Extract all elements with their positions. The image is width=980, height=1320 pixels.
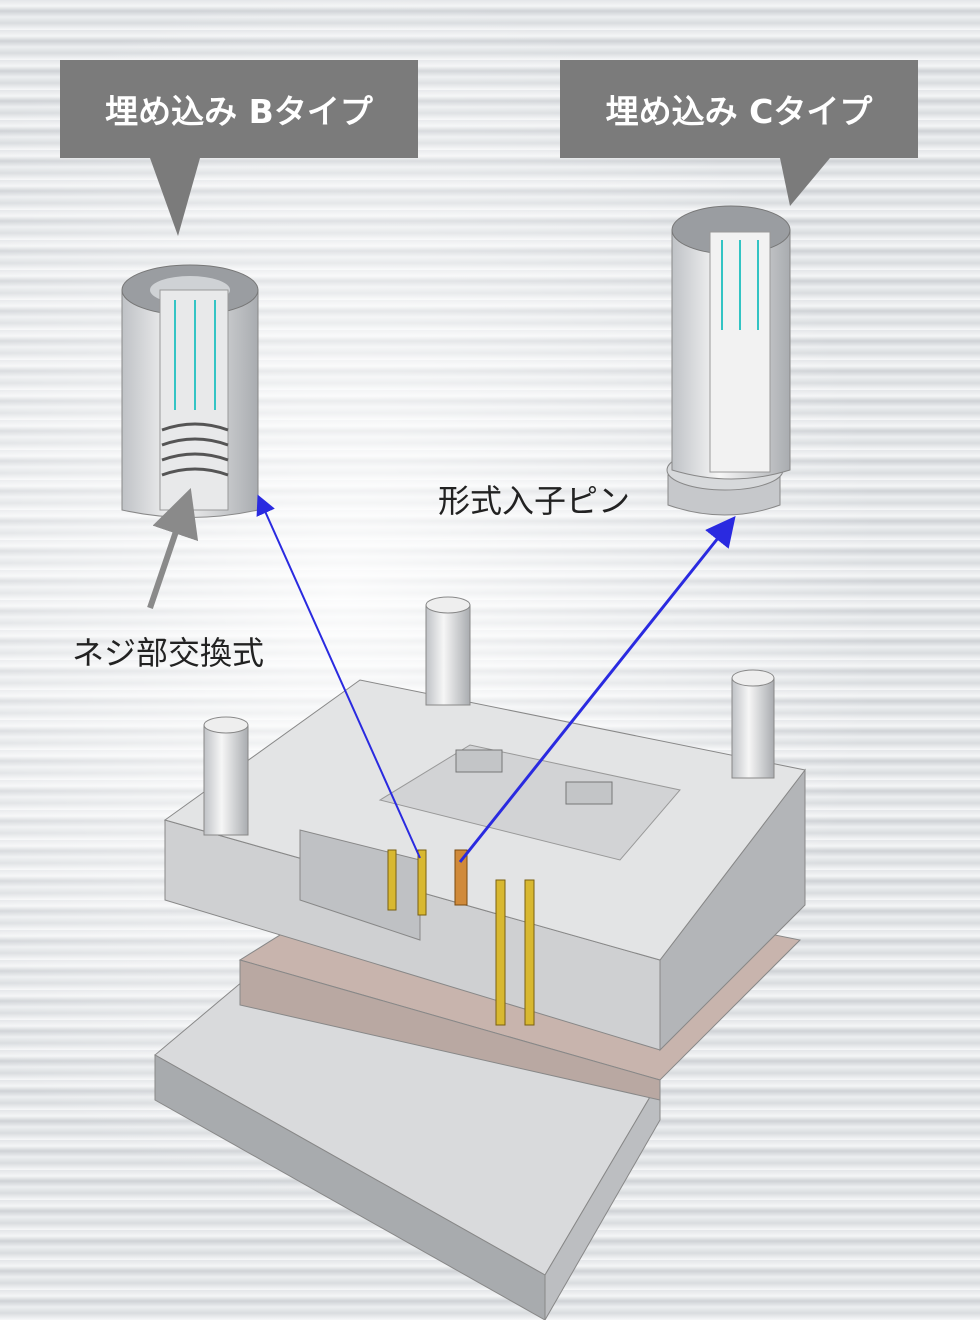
mold-assembly [154, 679, 806, 1320]
callout-type-c: 埋め込み Cタイプ [560, 60, 918, 158]
arrow-thread-pointer [147, 487, 199, 609]
guide-pillars [203, 596, 775, 836]
callout-c-tail [780, 158, 830, 206]
arrow-to-type-b [256, 494, 421, 859]
label-insert-pin: 形式入子ピン [438, 482, 631, 520]
ejector-pins [387, 849, 535, 1026]
callout-b-tail [150, 158, 200, 236]
label-thread-replaceable: ネジ部交換式 [72, 634, 265, 672]
callout-type-b: 埋め込み Bタイプ [60, 60, 418, 158]
type-b-insert [121, 264, 259, 518]
arrow-to-type-c [458, 515, 736, 863]
type-c-insert [666, 205, 791, 516]
